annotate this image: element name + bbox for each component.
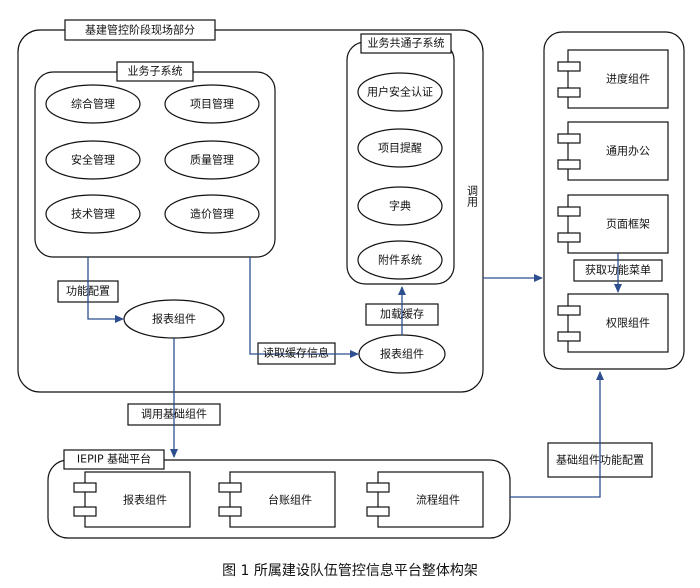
module-label: 安全管理 (71, 153, 115, 167)
component-progress (557, 49, 669, 109)
common-title-box (360, 33, 452, 54)
function-config-label: 功能配置 (66, 284, 110, 298)
get-menu-label: 获取功能菜单 (585, 263, 651, 277)
call-label: 调用 (466, 185, 479, 208)
report-component-1-label: 报表组件 (152, 312, 196, 326)
module-ellipse (164, 194, 260, 234)
module-label: 质量管理 (190, 153, 234, 167)
call-base-label: 调用基础组件 (141, 407, 207, 421)
platform-title-box (63, 449, 165, 470)
platform-component-ledger (218, 471, 336, 528)
common-ellipse (357, 186, 443, 226)
module-ellipse (164, 84, 260, 124)
main-title: 基建管控阶段现场部分 (85, 23, 195, 37)
platform-component-label: 流程组件 (416, 493, 460, 507)
component-office (557, 121, 669, 181)
module-ellipse (45, 140, 141, 180)
read-cache-label: 读取缓存信息 (263, 346, 329, 360)
common-ellipse (357, 72, 443, 112)
platform-component-label: 报表组件 (123, 493, 167, 507)
platform-component-report (73, 471, 191, 528)
right-components-frame (543, 31, 685, 370)
business-title: 业务子系统 (128, 65, 183, 78)
common-module-label: 字典 (389, 199, 411, 213)
platform-frame (47, 459, 511, 539)
common-subsystem-box (346, 41, 455, 285)
business-title-box (116, 61, 194, 82)
common-module-label: 项目提醒 (378, 142, 422, 155)
permission-label: 权限组件 (606, 316, 650, 330)
common-module-label: 附件系统 (378, 253, 422, 267)
flow-line-base-config (510, 371, 604, 498)
report-component-2-label: 报表组件 (380, 347, 424, 361)
base-config-label: 基础组件功能配置 (556, 453, 644, 467)
common-ellipse (357, 128, 443, 168)
main-frame (17, 29, 484, 393)
module-ellipse (164, 140, 260, 180)
progress-label: 进度组件 (606, 72, 650, 86)
platform-component-label: 台账组件 (268, 493, 312, 507)
component-page-frame (557, 194, 669, 254)
common-ellipse (357, 240, 443, 280)
platform-title: IEPIP 基础平台 (77, 452, 151, 466)
flow-line-read-cache (249, 257, 359, 358)
page-frame-label: 页面框架 (606, 218, 650, 231)
module-label: 综合管理 (71, 97, 115, 111)
figure-caption: 图 1 所属建设队伍管控信息平台整体构架 (222, 563, 478, 579)
module-label: 技术管理 (71, 207, 115, 221)
main-title-box (64, 19, 216, 41)
common-module-label: 用户安全认证 (367, 85, 433, 99)
office-label: 通用办公 (606, 145, 650, 158)
flow-line-function-config (87, 257, 124, 323)
common-title: 业务共通子系统 (368, 37, 445, 50)
platform-component-flow (366, 471, 484, 528)
module-ellipse (45, 194, 141, 234)
module-label: 造价管理 (190, 207, 234, 221)
load-cache-label: 加载缓存 (380, 307, 424, 321)
module-ellipse (45, 84, 141, 124)
component-permission (557, 293, 669, 353)
module-label: 项目管理 (190, 97, 234, 111)
